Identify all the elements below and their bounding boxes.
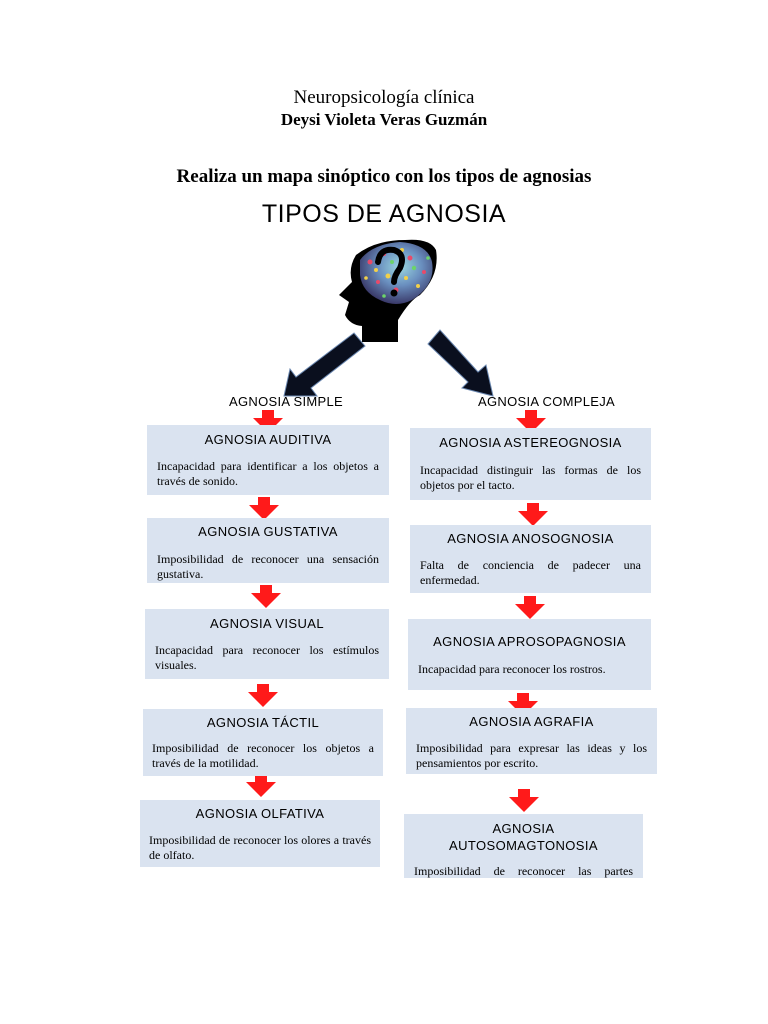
agnosia-description: Incapacidad para reconocer los estímulos… [155, 643, 379, 672]
course-name: Neuropsicología clínica [293, 87, 475, 108]
agnosia-box: AGNOSIA ASTEREOGNOSIA Incapacidad distin… [410, 428, 651, 500]
agnosia-title: AGNOSIA TÁCTIL [206, 715, 320, 730]
agnosia-title: AGNOSIA AUTOSOMAGTONOSIA [449, 821, 598, 853]
agnosia-box: AGNOSIA APROSOPAGNOSIA Incapacidad para … [408, 619, 651, 690]
red-arrow-icon [515, 596, 545, 619]
agnosia-box: AGNOSIA AUTOSOMAGTONOSIA Imposibilidad d… [404, 814, 643, 878]
agnosia-box: AGNOSIA VISUAL Incapacidad para reconoce… [145, 609, 389, 679]
agnosia-description: Imposibilidad de reconocer los olores a … [149, 833, 371, 862]
agnosia-box: AGNOSIA ANOSOGNOSIA Falta de conciencia … [410, 525, 651, 593]
red-arrow-icon [518, 503, 548, 526]
agnosia-description: Incapacidad para identificar a los objet… [157, 459, 379, 488]
author-name: Deysi Violeta Veras Guzmán [280, 110, 488, 129]
red-arrow-icon [516, 410, 546, 433]
agnosia-title: AGNOSIA AGRAFIA [469, 714, 594, 729]
agnosia-title: AGNOSIA GUSTATIVA [198, 524, 338, 539]
agnosia-description: Incapacidad para reconocer los rostros. [418, 662, 606, 676]
red-arrow-icon [249, 497, 279, 520]
agnosia-box: AGNOSIA AGRAFIA Imposibilidad para expre… [406, 708, 657, 774]
head-icon [339, 239, 437, 342]
agnosia-title: AGNOSIA ANOSOGNOSIA [447, 531, 614, 546]
red-arrow-icon [246, 774, 276, 797]
agnosia-description: Falta de conciencia de padecer una enfer… [420, 558, 641, 587]
map-title: TIPOS DE AGNOSIA [261, 200, 507, 228]
agnosia-title: AGNOSIA OLFATIVA [195, 806, 325, 821]
red-arrow-icon [248, 684, 278, 707]
branch-label-complex: AGNOSIA COMPLEJA [478, 394, 616, 409]
red-arrow-icon [509, 789, 539, 812]
red-arrow-icon [508, 693, 538, 716]
agnosia-description: Incapacidad distinguir las formas de los… [420, 463, 641, 492]
agnosia-description: Imposibilidad para expresar las ideas y … [416, 741, 647, 770]
agnosia-title: AGNOSIA APROSOPAGNOSIA [433, 634, 626, 649]
red-arrows [246, 410, 548, 812]
agnosia-title: AGNOSIA VISUAL [210, 616, 324, 631]
agnosia-description: Imposibilidad de reconocer los objetos a… [152, 741, 374, 770]
agnosia-description: Imposibilidad de reconocer una sensación… [157, 552, 379, 581]
dark-arrow-left-icon [283, 332, 366, 397]
agnosia-box: AGNOSIA AUDITIVA Incapacidad para identi… [147, 425, 389, 495]
dark-arrow-right-icon [427, 329, 494, 397]
red-arrow-icon [253, 410, 283, 433]
red-arrow-icon [251, 585, 281, 608]
agnosia-box: AGNOSIA TÁCTIL Imposibilidad de reconoce… [143, 709, 383, 776]
agnosia-title: AGNOSIA AUDITIVA [204, 432, 332, 447]
agnosia-box: AGNOSIA GUSTATIVA Imposibilidad de recon… [147, 518, 389, 583]
agnosia-title: AGNOSIA ASTEREOGNOSIA [439, 435, 622, 450]
agnosia-description: Imposibilidad de reconocer las partes [414, 864, 633, 878]
agnosia-box: AGNOSIA OLFATIVA Imposibilidad de recono… [140, 800, 380, 867]
task-statement: Realiza un mapa sinóptico con los tipos … [176, 166, 592, 187]
branch-label-simple: AGNOSIA SIMPLE [229, 394, 344, 409]
